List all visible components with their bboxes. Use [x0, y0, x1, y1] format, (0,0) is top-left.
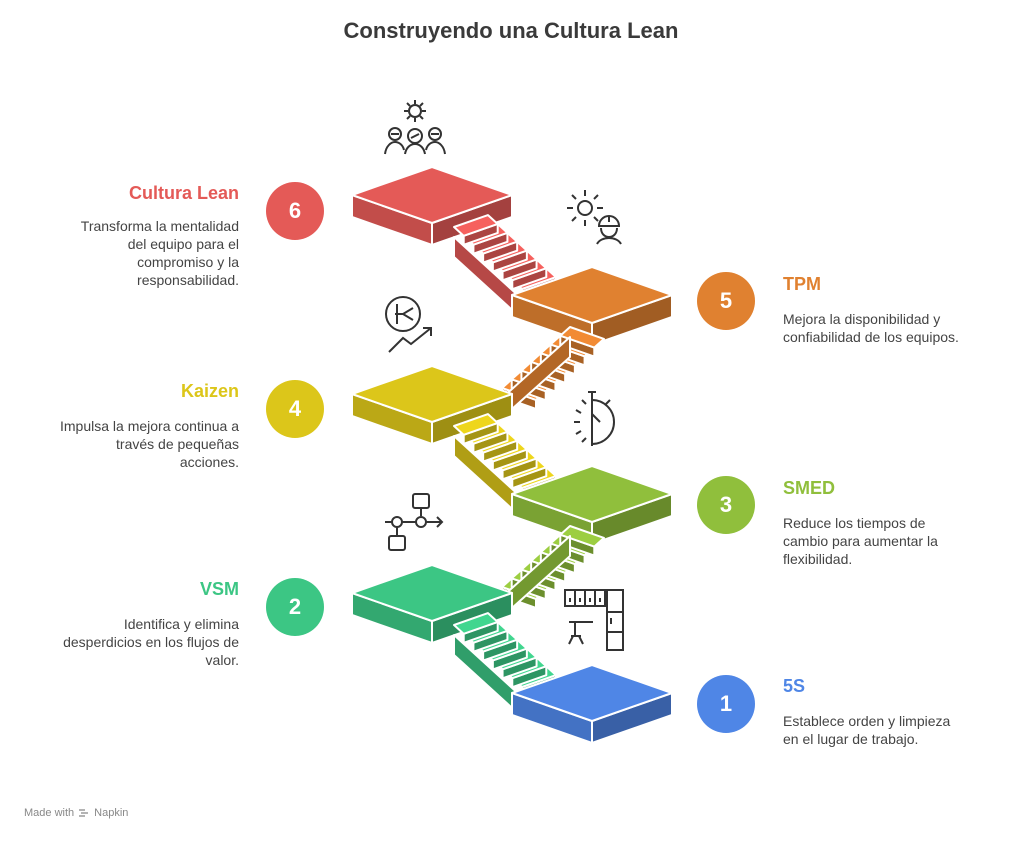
- step-1-description: Establece orden y limpieza en el lugar d…: [783, 713, 951, 747]
- step-3-platform-top: [511, 465, 673, 523]
- step-2-number-badge: 2: [266, 578, 324, 636]
- napkin-brand: Napkin: [94, 807, 129, 819]
- step-6-number-badge: 6: [266, 182, 324, 240]
- napkin-logo-icon: [79, 809, 89, 817]
- team-gear-icon: [384, 100, 446, 155]
- step-5-platform-top: [511, 266, 673, 324]
- made-with-label: Made with: [24, 807, 75, 819]
- step-4-platform-top: [351, 365, 513, 423]
- step-2-title: VSM: [199, 579, 239, 599]
- step-2-platform-top: [351, 564, 513, 622]
- page-title: Construyendo una Cultura Lean: [343, 18, 679, 43]
- step-1-platform-top: [511, 664, 673, 722]
- continuous-improvement-icon: [385, 296, 432, 353]
- step-1-title: 5S: [783, 676, 806, 696]
- step-4-number-badge: 4: [266, 380, 324, 438]
- gear-engineer-icon: [567, 190, 622, 245]
- step-6-description: Transforma la mentalidad del equipo para…: [80, 218, 239, 288]
- flow-map-icon: [385, 493, 444, 551]
- step-4-stair-tread: [453, 413, 499, 436]
- step-5-number-badge: 5: [697, 272, 755, 330]
- step-4-title: Kaizen: [180, 381, 239, 401]
- step-3-stair-tread: [559, 525, 605, 548]
- made-with-footer: Made with Napkin: [24, 807, 128, 819]
- step-2-description: Identifica y elimina desperdicios en los…: [63, 616, 239, 668]
- step-3-number-badge: 3: [697, 476, 755, 534]
- step-4-description: Impulsa la mejora continua a través de p…: [60, 418, 239, 470]
- step-2-stair-tread: [453, 612, 499, 635]
- step-3-description: Reduce los tiempos de cambio para aument…: [783, 515, 938, 567]
- step-1-number-badge: 1: [697, 675, 755, 733]
- step-5-description: Mejora la disponibilidad y confiabilidad…: [783, 311, 959, 345]
- workspace-organization-icon: [564, 589, 624, 651]
- step-6-title: Cultura Lean: [128, 183, 239, 203]
- step-3-title: SMED: [783, 478, 836, 498]
- step-6-stair-tread: [453, 214, 499, 237]
- step-5-title: TPM: [783, 274, 821, 294]
- step-5-stair-tread: [559, 326, 605, 349]
- stopwatch-icon: [574, 391, 615, 446]
- step-6-platform-top: [351, 166, 513, 224]
